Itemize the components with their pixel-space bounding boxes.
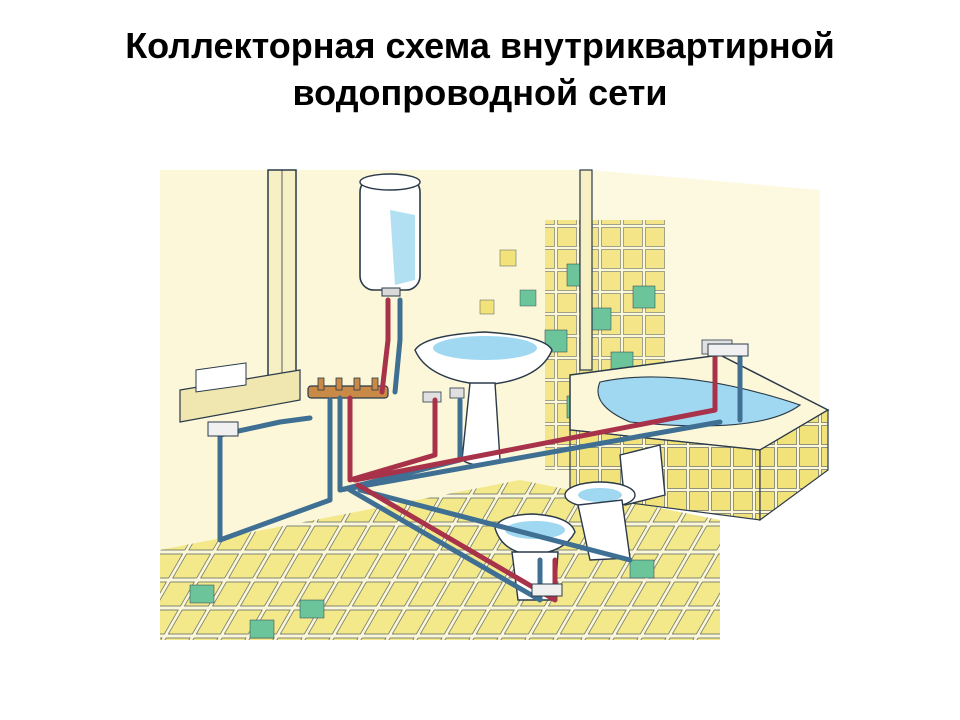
hot-water-pipes	[347, 297, 718, 603]
collector-manifold	[307, 377, 389, 399]
plumbing-illustration	[160, 169, 830, 640]
bidet	[494, 513, 576, 601]
water-heater	[359, 173, 421, 297]
slide-title-line-1: Коллекторная схема внутриквартирной	[125, 25, 835, 66]
slide-title: Коллекторная схема внутриквартирной водо…	[0, 22, 960, 116]
floor	[160, 480, 720, 640]
window	[179, 169, 301, 423]
cold-water-pipes	[217, 297, 743, 603]
right-wall-frame	[579, 169, 593, 371]
toilet	[564, 444, 666, 561]
slide-title-line-2: водопроводной сети	[292, 72, 668, 113]
sink	[414, 331, 553, 466]
fittings	[207, 343, 749, 597]
